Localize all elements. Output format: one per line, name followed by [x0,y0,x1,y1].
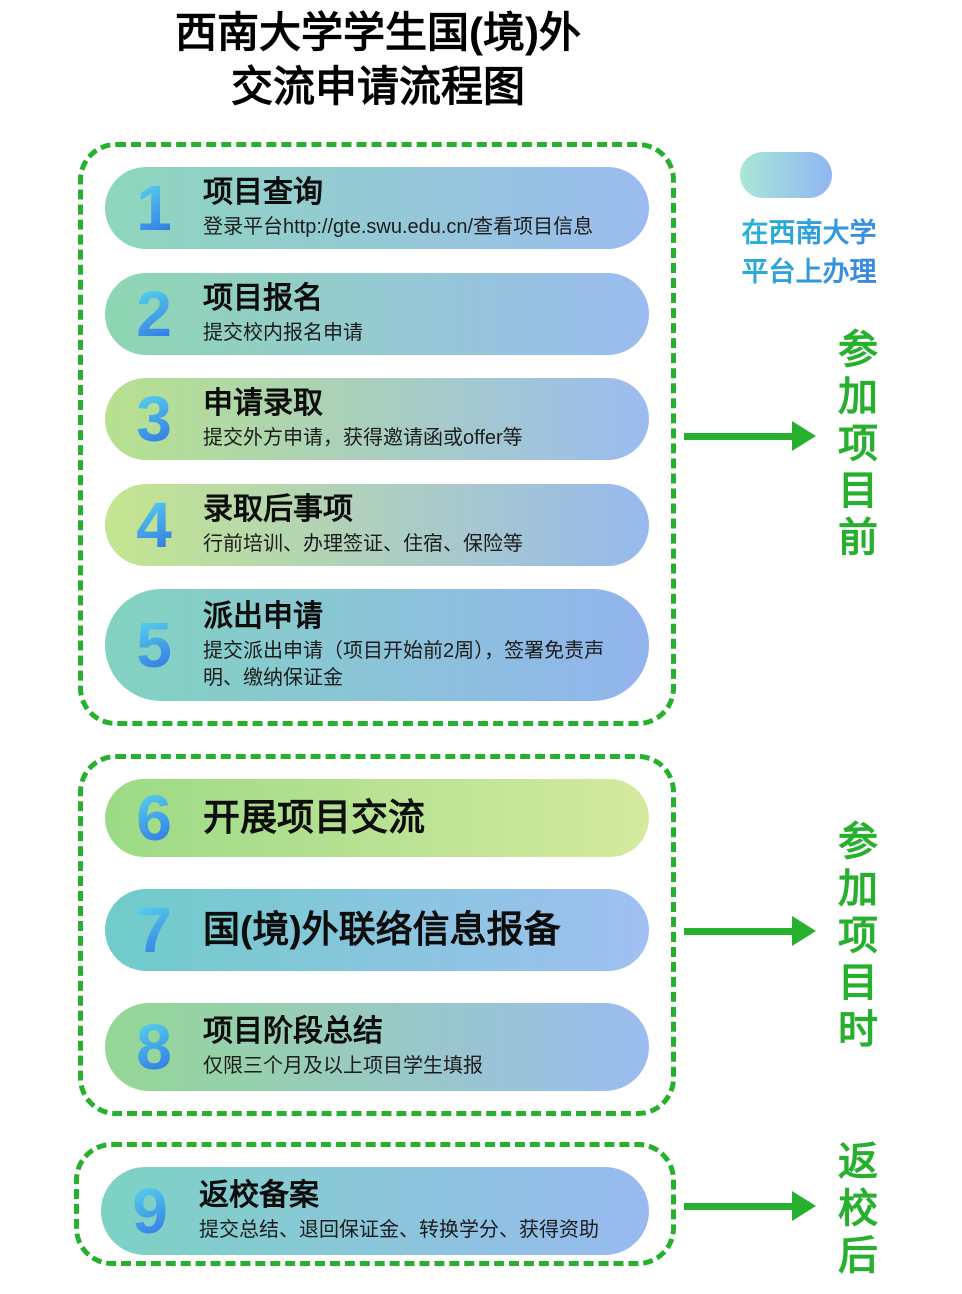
step-title: 国(境)外联络信息报备 [203,908,561,950]
step-body: 录取后事项 行前培训、办理签证、住宿、保险等 [203,492,631,558]
legend-gradient-pill-icon [740,152,832,198]
step-desc: 登录平台http://gte.swu.edu.cn/查看项目信息 [203,216,594,238]
step-number: 6 [105,786,203,850]
page-title: 西南大学学生国(境)外 交流申请流程图 [0,6,756,114]
step-6-carry-out-exchange: 6 开展项目交流 [105,779,649,857]
step-desc: 仅限三个月及以上项目学生填报 [203,1055,483,1077]
step-number: 1 [105,176,203,240]
step-body: 项目阶段总结 仅限三个月及以上项目学生填报 [203,1014,631,1080]
step-title: 开展项目交流 [203,796,425,838]
arrow-head [792,916,816,946]
flow-group-during-program: 6 开展项目交流 7 国(境)外联络信息报备 8 项目阶段总结 仅限三个月及以上… [78,754,676,1116]
arrow-head [792,1191,816,1221]
step-body: 项目查询 登录平台http://gte.swu.edu.cn/查看项目信息 [203,175,631,241]
step-9-return-filing: 9 返校备案 提交总结、退回保证金、转换学分、获得资助 [101,1167,649,1255]
step-number: 9 [101,1179,199,1243]
arrow-right-icon [684,420,816,452]
page-title-line2: 交流申请流程图 [230,62,525,110]
flow-group-after-return: 9 返校备案 提交总结、退回保证金、转换学分、获得资助 [74,1142,676,1266]
step-desc: 提交校内报名申请 [203,321,363,344]
step-number: 4 [105,493,203,557]
step-body: 开展项目交流 [203,796,631,840]
arrow-right-icon [684,1190,816,1222]
step-desc: 提交总结、退回保证金、转换学分、获得资助 [199,1219,599,1241]
step-1-project-search: 1 项目查询 登录平台http://gte.swu.edu.cn/查看项目信息 [105,167,649,249]
legend-caption-line1: 在西南大学 [741,218,877,248]
step-number: 2 [105,282,203,346]
step-2-project-signup: 2 项目报名 提交校内报名申请 [105,272,649,355]
page-title-line1: 西南大学学生国(境)外 [175,9,581,56]
step-4-post-admission: 4 录取后事项 行前培训、办理签证、住宿、保险等 [105,483,649,566]
step-body: 返校备案 提交总结、退回保证金、转换学分、获得资助 [199,1178,631,1244]
step-title: 录取后事项 [203,492,353,526]
step-number: 5 [105,613,203,677]
step-desc: 提交派出申请（项目开始前2周），签署免责声明、缴纳保证金 [203,639,605,689]
arrow-line [684,432,792,440]
step-number: 7 [105,898,203,962]
step-3-apply-admission: 3 申请录取 提交外方申请，获得邀请函或offer等 [105,378,649,460]
step-5-dispatch-application: 5 派出申请 提交派出申请（项目开始前2周），签署免责声明、缴纳保证金 [105,589,649,701]
step-8-stage-summary: 8 项目阶段总结 仅限三个月及以上项目学生填报 [105,1003,649,1091]
step-title: 项目查询 [203,176,323,209]
step-body: 项目报名 提交校内报名申请 [203,281,631,347]
phase-label-during: 参加项目时 [832,820,876,1055]
step-7-overseas-contact-report: 7 国(境)外联络信息报备 [105,889,649,971]
step-title: 返校备案 [199,1179,319,1212]
step-number: 3 [105,387,203,451]
legend-caption-line2: 平台上办理 [741,257,877,288]
step-body: 申请录取 提交外方申请，获得邀请函或offer等 [203,386,631,452]
step-title: 申请录取 [203,387,323,420]
step-title: 项目阶段总结 [203,1015,383,1048]
arrow-right-icon [684,915,816,947]
step-title: 派出申请 [203,599,323,633]
step-body: 派出申请 提交派出申请（项目开始前2周），签署免责声明、缴纳保证金 [203,599,631,692]
arrow-line [684,927,792,935]
step-body: 国(境)外联络信息报备 [203,908,631,952]
phase-label-after: 返校后 [832,1140,876,1281]
step-title: 项目报名 [203,281,323,315]
step-desc: 提交外方申请，获得邀请函或offer等 [203,427,523,449]
legend-caption: 在西南大学 平台上办理 [724,214,894,292]
arrow-head [792,421,816,451]
flow-group-before-program: 1 项目查询 登录平台http://gte.swu.edu.cn/查看项目信息 … [78,142,676,726]
step-number: 8 [105,1015,203,1079]
arrow-line [684,1202,792,1210]
step-desc: 行前培训、办理签证、住宿、保险等 [203,532,523,555]
phase-label-before: 参加项目前 [832,328,876,563]
